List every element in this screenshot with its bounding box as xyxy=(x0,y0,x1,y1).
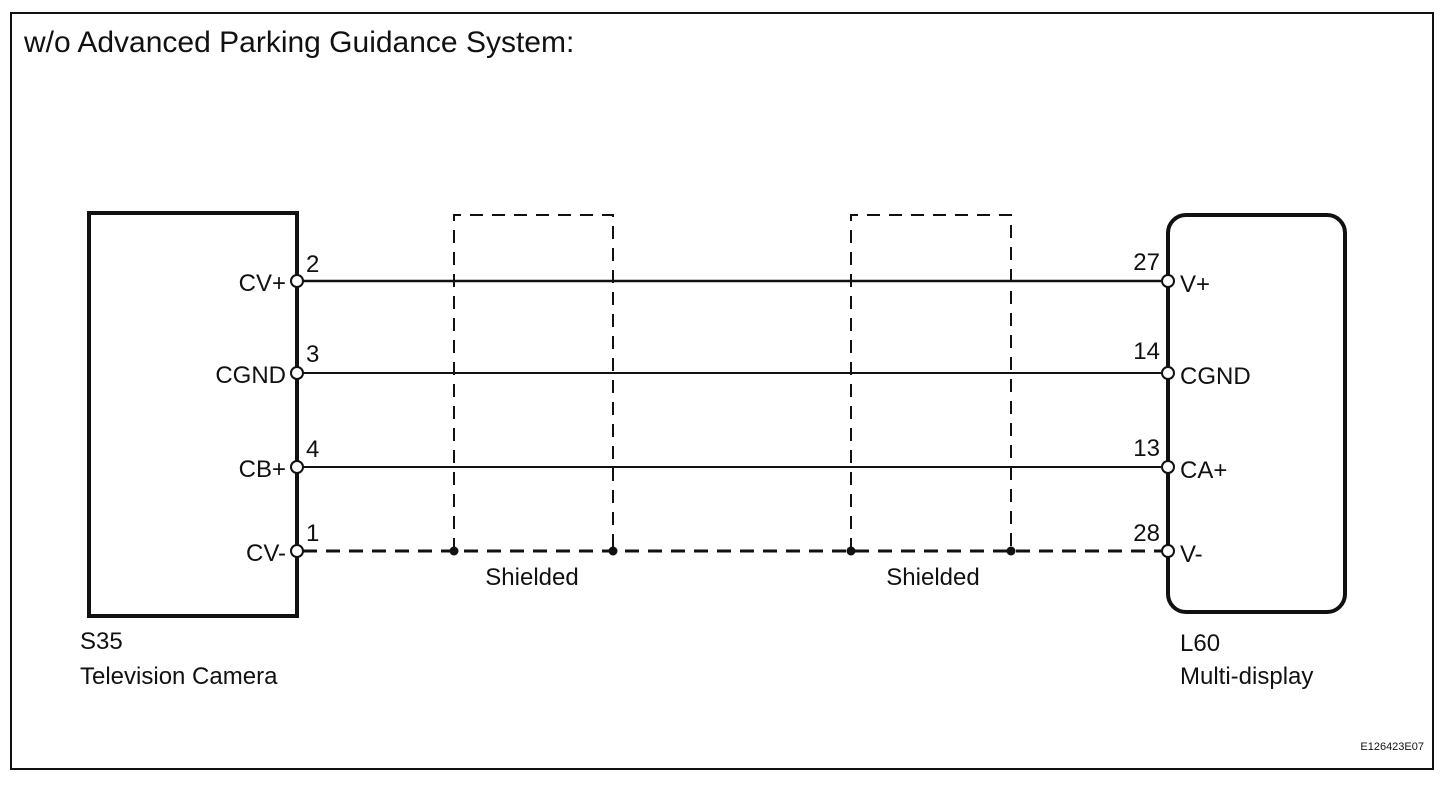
terminal-circle xyxy=(290,274,304,288)
left-pin-number: 4 xyxy=(306,436,319,463)
left-component-code: S35 xyxy=(80,628,123,655)
left-signal-label: CGND xyxy=(215,362,286,389)
figure-id: E126423E07 xyxy=(1360,741,1424,753)
right-component-name: Multi-display xyxy=(1180,663,1313,690)
right-signal-label: V- xyxy=(1180,541,1203,568)
left-signal-label: CV+ xyxy=(239,270,286,297)
shield-bracket xyxy=(453,214,614,551)
shield-junction-dot xyxy=(449,546,459,556)
multi-display-box xyxy=(1166,213,1347,614)
left-pin-number: 2 xyxy=(306,251,319,278)
right-pin-number: 14 xyxy=(1133,338,1160,365)
terminal-circle xyxy=(290,366,304,380)
right-signal-label: CA+ xyxy=(1180,457,1227,484)
left-signal-label: CB+ xyxy=(239,456,286,483)
terminal-circle xyxy=(1161,274,1175,288)
terminal-circle xyxy=(1161,544,1175,558)
left-signal-label: CV- xyxy=(246,540,286,567)
left-pin-number: 3 xyxy=(306,341,319,368)
right-signal-label: V+ xyxy=(1180,271,1210,298)
right-component-code: L60 xyxy=(1180,630,1220,657)
left-pin-number: 1 xyxy=(306,520,319,547)
right-pin-number: 28 xyxy=(1133,520,1160,547)
terminal-circle xyxy=(1161,460,1175,474)
television-camera-box xyxy=(87,211,299,618)
shield-label: Shielded xyxy=(485,564,578,591)
left-component-name: Television Camera xyxy=(80,663,278,690)
terminal-circle xyxy=(1161,366,1175,380)
right-signal-label: CGND xyxy=(1180,363,1251,390)
shield-label: Shielded xyxy=(886,564,979,591)
shield-junction-dot xyxy=(608,546,618,556)
terminal-circle xyxy=(290,460,304,474)
figure-frame xyxy=(10,12,1434,770)
right-pin-number: 13 xyxy=(1133,435,1160,462)
figure-title: w/o Advanced Parking Guidance System: xyxy=(23,26,574,59)
right-pin-number: 27 xyxy=(1133,249,1160,276)
shield-bracket xyxy=(850,214,1012,551)
shield-junction-dot xyxy=(846,546,856,556)
shield-junction-dot xyxy=(1006,546,1016,556)
terminal-circle xyxy=(290,544,304,558)
